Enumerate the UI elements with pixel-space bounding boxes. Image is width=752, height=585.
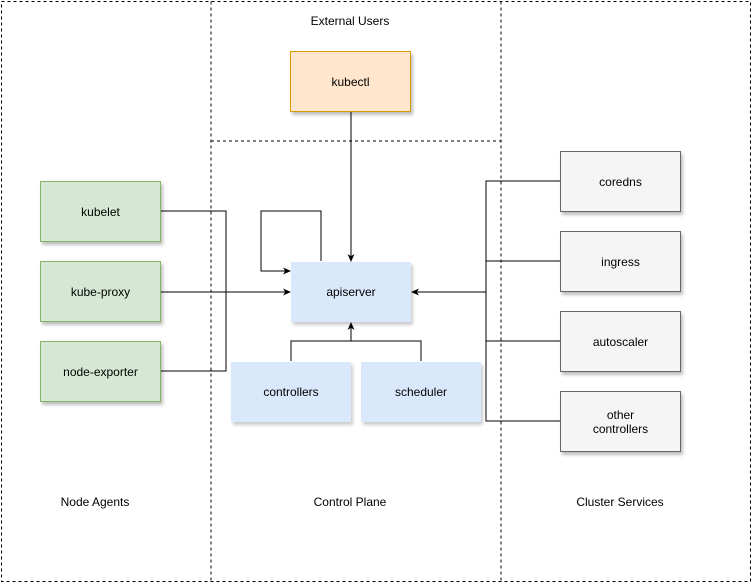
node-kubectl[interactable]: kubectl	[290, 51, 411, 112]
node-autoscaler[interactable]: autoscaler	[560, 311, 681, 372]
connectors	[161, 111, 561, 422]
node-ingress[interactable]: ingress	[560, 231, 681, 292]
edge-apiserver-self-loop	[260, 210, 322, 275]
edge-services-bus	[485, 180, 561, 422]
edge-kubelet-bus	[161, 210, 227, 372]
node-other-controllers[interactable]: other controllers	[560, 391, 681, 452]
node-node-exporter[interactable]: node-exporter	[40, 341, 161, 402]
zone-label-control-plane: Control Plane	[313, 495, 387, 509]
zone-label-node-agents: Node Agents	[60, 495, 130, 509]
node-kubelet[interactable]: kubelet	[40, 181, 161, 242]
node-kube-proxy[interactable]: kube-proxy	[40, 261, 161, 322]
edge-controllers-scheduler-bus	[290, 340, 422, 361]
node-coredns[interactable]: coredns	[560, 151, 681, 212]
node-scheduler[interactable]: scheduler	[361, 362, 481, 422]
zone-label-cluster-services: Cluster Services	[576, 495, 664, 509]
node-apiserver[interactable]: apiserver	[291, 262, 411, 322]
node-controllers[interactable]: controllers	[231, 362, 351, 422]
zone-label-external-users: External Users	[310, 14, 390, 28]
